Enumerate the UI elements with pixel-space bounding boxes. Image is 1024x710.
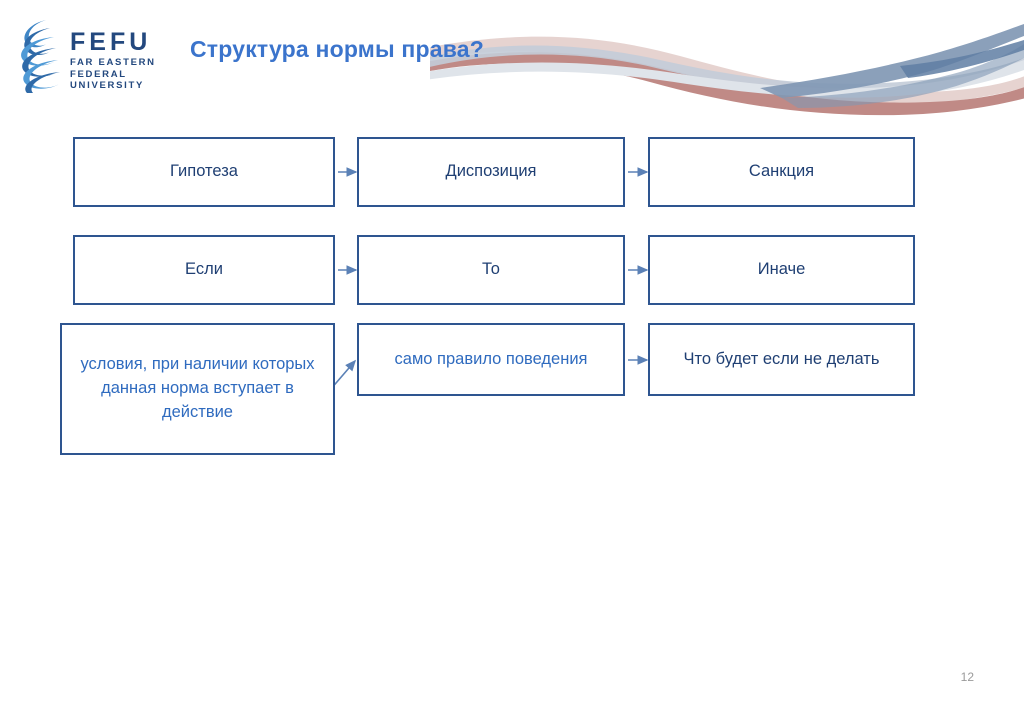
node-usloviya[interactable]: условия, при наличии которых данная норм… (60, 323, 335, 455)
node-label: Иначе (757, 260, 806, 279)
node-label: То (482, 260, 500, 279)
page-number: 12 (960, 670, 974, 684)
node-gipoteza[interactable]: Гипотеза (73, 137, 335, 207)
logo-line-3: UNIVERSITY (70, 80, 145, 92)
fefu-emblem-icon (21, 20, 60, 93)
logo-name: FEFU (70, 28, 152, 56)
node-label: условия, при наличии которых данная норм… (80, 355, 315, 421)
node-inache[interactable]: Иначе (648, 235, 915, 305)
fefu-logo: FEFU FAR EASTERN FEDERAL UNIVERSITY (16, 18, 166, 100)
logo-line-2: FEDERAL (70, 68, 127, 80)
logo-line-1: FAR EASTERN (70, 57, 156, 68)
node-label: Что будет если не делать (683, 349, 880, 368)
slide-title: Структура нормы права? (190, 36, 485, 62)
node-label: Санкция (748, 162, 815, 181)
node-pravilo[interactable]: само правило поведения (357, 323, 625, 396)
node-to[interactable]: То (357, 235, 625, 305)
node-posledstviya[interactable]: Что будет если не делать (648, 323, 915, 396)
node-sankciya[interactable]: Санкция (648, 137, 915, 207)
node-label: Гипотеза (170, 162, 238, 181)
node-label: Диспозиция (445, 162, 537, 181)
node-dispoziciya[interactable]: Диспозиция (357, 137, 625, 207)
node-label: само правило поведения (394, 349, 588, 368)
node-label: Если (185, 260, 223, 279)
node-esli[interactable]: Если (73, 235, 335, 305)
